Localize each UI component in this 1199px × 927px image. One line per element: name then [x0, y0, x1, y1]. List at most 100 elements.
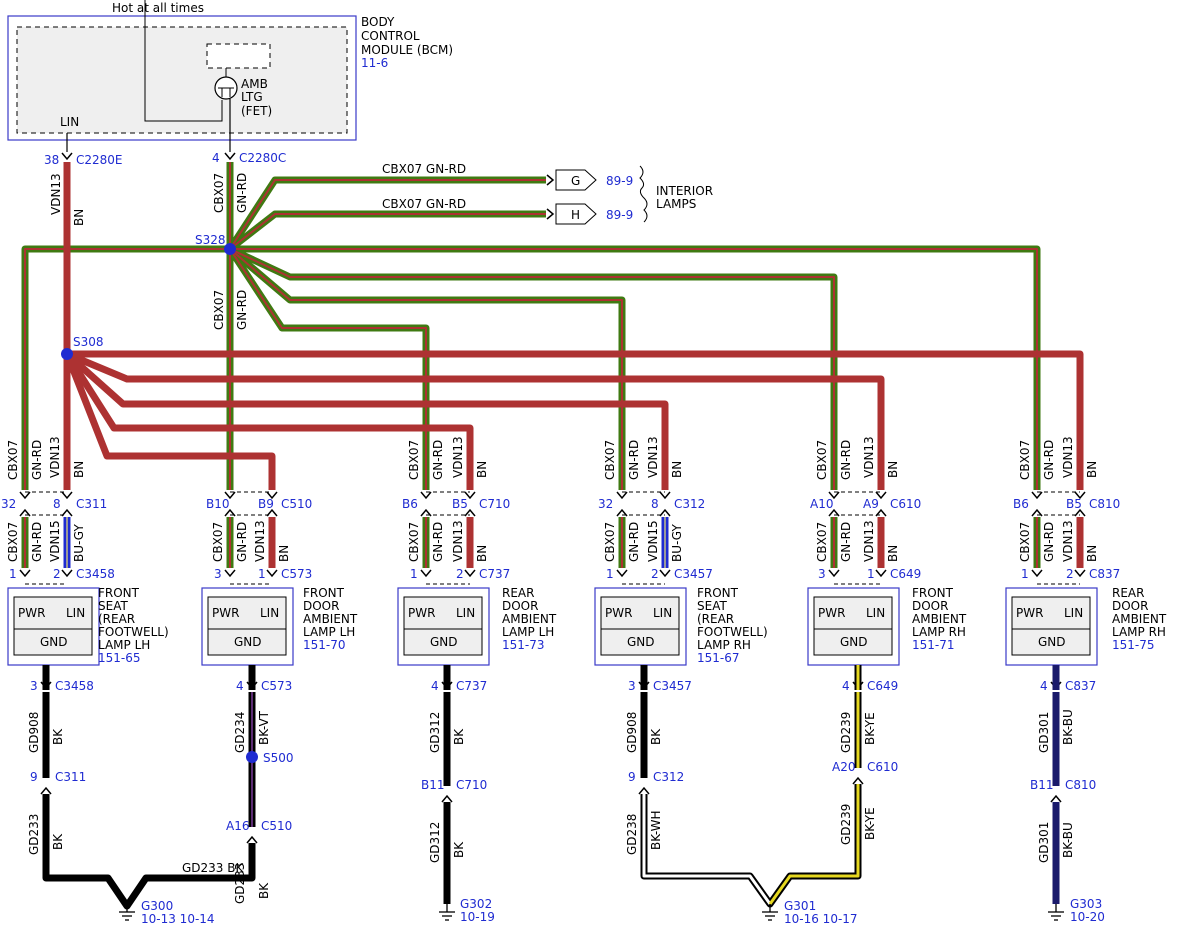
upper-pwr-color: GN-RD — [1042, 440, 1056, 480]
gnd-connector[interactable]: C837 — [1065, 679, 1096, 693]
upper-connector[interactable]: C311 — [76, 497, 107, 511]
lamp-name-line: FRONT — [912, 586, 954, 600]
upper-connector[interactable]: C710 — [479, 497, 510, 511]
upper-connector[interactable]: C610 — [890, 497, 921, 511]
ground-icon — [439, 904, 455, 921]
mid-connector[interactable]: C710 — [456, 778, 487, 792]
upper-connector[interactable]: C510 — [281, 497, 312, 511]
gnd-label: GND — [840, 635, 868, 649]
hot-at-all-times-label: Hot at all times — [112, 1, 204, 15]
pwr-label: PWR — [408, 606, 435, 620]
lamp-name-line: LAMP LH — [98, 638, 150, 652]
ground-icon — [762, 904, 778, 921]
mid-connector[interactable]: C810 — [1065, 778, 1096, 792]
connector-arrow-icon — [828, 569, 840, 577]
lamp-ref[interactable]: 151-65 — [98, 651, 141, 665]
green-wires — [21, 162, 1041, 490]
lamp-name-line: LAMP RH — [697, 638, 751, 652]
gnd-connector[interactable]: C737 — [456, 679, 487, 693]
connector-arrow-icon — [659, 491, 671, 499]
ref-g-89-9[interactable]: 89-9 — [606, 174, 633, 188]
gnd-connector[interactable]: C649 — [867, 679, 898, 693]
gnd-connector[interactable]: C3457 — [653, 679, 692, 693]
upper-lin-color: BN — [1085, 461, 1099, 478]
upper-lin-circuit: VDN13 — [1061, 436, 1075, 478]
splice-s308[interactable] — [61, 348, 73, 360]
g302-label[interactable]: G302 — [460, 897, 492, 911]
g303-refs[interactable]: 10-20 — [1070, 910, 1105, 924]
lower-pwr-circuit: CBX07 — [1018, 522, 1032, 562]
low-circuit: GD312 — [428, 822, 442, 863]
lamp-name-line: REAR — [502, 586, 534, 600]
mid-connector[interactable]: C610 — [867, 760, 898, 774]
pwr-label: PWR — [212, 606, 239, 620]
connector-g[interactable]: G — [546, 169, 597, 191]
module-connector[interactable]: C737 — [479, 567, 510, 581]
lamp-name-line: (REAR — [98, 612, 135, 626]
g301-refs[interactable]: 10-16 10-17 — [784, 912, 858, 926]
lower-pwr-circuit: CBX07 — [407, 522, 421, 562]
mid-connector[interactable]: C311 — [55, 770, 86, 784]
module-connector[interactable]: C573 — [281, 567, 312, 581]
module-connector[interactable]: C3458 — [76, 567, 115, 581]
connector-c2280e[interactable]: C2280E — [76, 153, 123, 167]
module-connector[interactable]: C837 — [1089, 567, 1120, 581]
lamp-name-line: SEAT — [697, 599, 727, 613]
splice-s500-label: S500 — [263, 751, 294, 765]
pwr-label: PWR — [818, 606, 845, 620]
lamp-name-line: SEAT — [98, 599, 128, 613]
connector-arrow-icon — [1031, 491, 1043, 499]
ref-h-89-9[interactable]: 89-9 — [606, 208, 633, 222]
lamp-ref[interactable]: 151-75 — [1112, 638, 1155, 652]
splice-s500[interactable] — [246, 751, 258, 763]
lamp-ref[interactable]: 151-67 — [697, 651, 740, 665]
splice-s328[interactable] — [224, 243, 236, 255]
lamp-name-line: LAMP RH — [912, 625, 966, 639]
lower-pwr-circuit: CBX07 — [211, 522, 225, 562]
module-connector[interactable]: C649 — [890, 567, 921, 581]
lamp-name-line: FOOTWELL) — [98, 625, 169, 639]
gnd-circuit: GD312 — [428, 712, 442, 753]
connector-arrow-icon — [616, 491, 628, 499]
interior-lamps-label-1: INTERIOR — [656, 184, 713, 198]
module-pwr-pin: 1 — [606, 567, 614, 581]
mid-connector[interactable]: C312 — [653, 770, 684, 784]
lower-pwr-circuit: CBX07 — [815, 522, 829, 562]
bcm-ref[interactable]: 11-6 — [361, 56, 388, 70]
connector-arrow-icon — [1074, 569, 1086, 577]
gnd-color: BK-YE — [863, 712, 877, 745]
gnd-connector[interactable]: C573 — [261, 679, 292, 693]
gnd-connector[interactable]: C3458 — [55, 679, 94, 693]
module-connector[interactable]: C3457 — [674, 567, 713, 581]
lamp-ref[interactable]: 151-70 — [303, 638, 346, 652]
upper-lin-color: BN — [670, 461, 684, 478]
lamp-ref[interactable]: 151-71 — [912, 638, 955, 652]
upper-connector[interactable]: C810 — [1089, 497, 1120, 511]
upper-pwr-circuit: CBX07 — [407, 440, 421, 480]
upper-pwr-circuit: CBX07 — [6, 440, 20, 480]
module-lin-pin: 2 — [651, 567, 659, 581]
connector-h[interactable]: H — [546, 203, 597, 225]
gnd-label: GND — [40, 635, 68, 649]
upper-pwr-color: GN-RD — [839, 440, 853, 480]
g301-label[interactable]: G301 — [784, 899, 816, 913]
g303-label[interactable]: G303 — [1070, 897, 1102, 911]
lamp-name-line: DOOR — [912, 599, 948, 613]
lamp-ref[interactable]: 151-73 — [502, 638, 545, 652]
g302-refs[interactable]: 10-19 — [460, 910, 495, 924]
gnd-label: GND — [430, 635, 458, 649]
connector-c2280c[interactable]: C2280C — [239, 151, 286, 165]
mid-connector[interactable]: C510 — [261, 819, 292, 833]
gnd-circuit: GD239 — [839, 712, 853, 753]
g300-refs[interactable]: 10-13 10-14 — [141, 912, 215, 926]
lamp-name-line: (REAR — [697, 612, 734, 626]
g300-label[interactable]: G300 — [141, 899, 173, 913]
upper-connector[interactable]: C312 — [674, 497, 705, 511]
lin-color-label: BN — [72, 209, 86, 226]
